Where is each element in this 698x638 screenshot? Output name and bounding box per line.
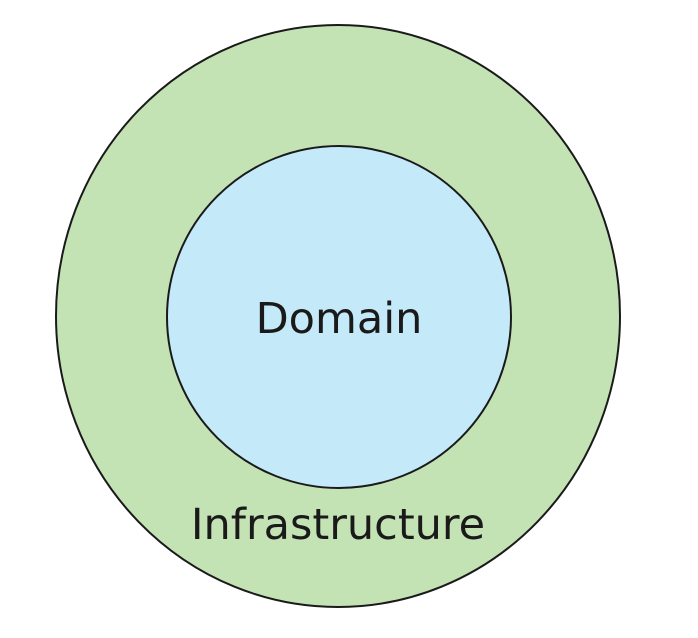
domain-circle [166,145,512,489]
infrastructure-label: Infrastructure [191,500,485,550]
domain-label: Domain [256,294,423,344]
